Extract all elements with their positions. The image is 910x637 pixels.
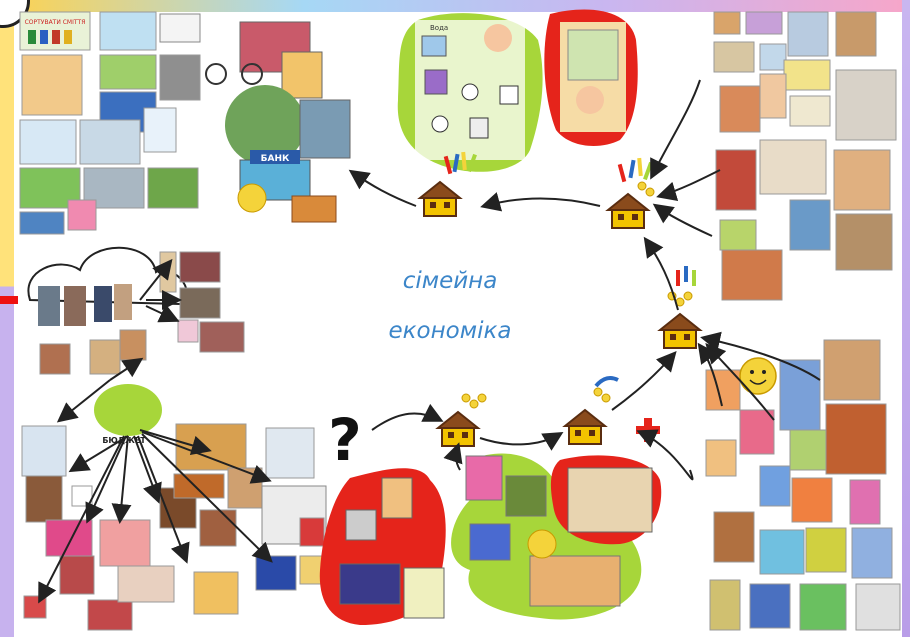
food-clothes-blob <box>451 453 642 620</box>
house-icon <box>564 409 606 445</box>
house-icon <box>607 193 649 229</box>
coins-icon <box>461 181 693 409</box>
title-line-2: економіка <box>388 318 512 344</box>
shop-blob <box>550 455 662 545</box>
house-icon <box>419 181 461 217</box>
kids-collage <box>705 339 901 631</box>
left-frame-border <box>0 0 14 637</box>
house-icon <box>659 313 701 349</box>
household-collage <box>713 11 897 301</box>
bank-collage: БАНК <box>205 21 351 223</box>
house-icon <box>437 411 479 447</box>
left-red-marker <box>0 296 18 304</box>
utilities-blob: Вода <box>397 13 543 172</box>
red-cross-icon <box>636 418 660 442</box>
sort-sign: СОРТУВАТИ СМІТТЯ <box>25 19 86 26</box>
accessories-blob <box>319 468 446 625</box>
title-line-1: сімейна <box>402 268 498 294</box>
budget-spending-collage <box>21 423 329 631</box>
right-frame-border <box>902 0 910 637</box>
bank-sign: БАНК <box>261 154 290 164</box>
cycle-arrows <box>38 79 821 604</box>
smiling-coin-icon <box>527 529 557 559</box>
water-label: Вода <box>430 24 448 32</box>
eco-collage: СОРТУВАТИ СМІТТЯ <box>19 11 201 235</box>
question-mark-icon: ? <box>328 406 362 474</box>
sun-face-icon <box>739 357 777 395</box>
top-frame-border <box>0 0 910 12</box>
family-tree: БЮДЖЕТ <box>27 246 245 445</box>
kitchen-blob <box>544 9 638 146</box>
